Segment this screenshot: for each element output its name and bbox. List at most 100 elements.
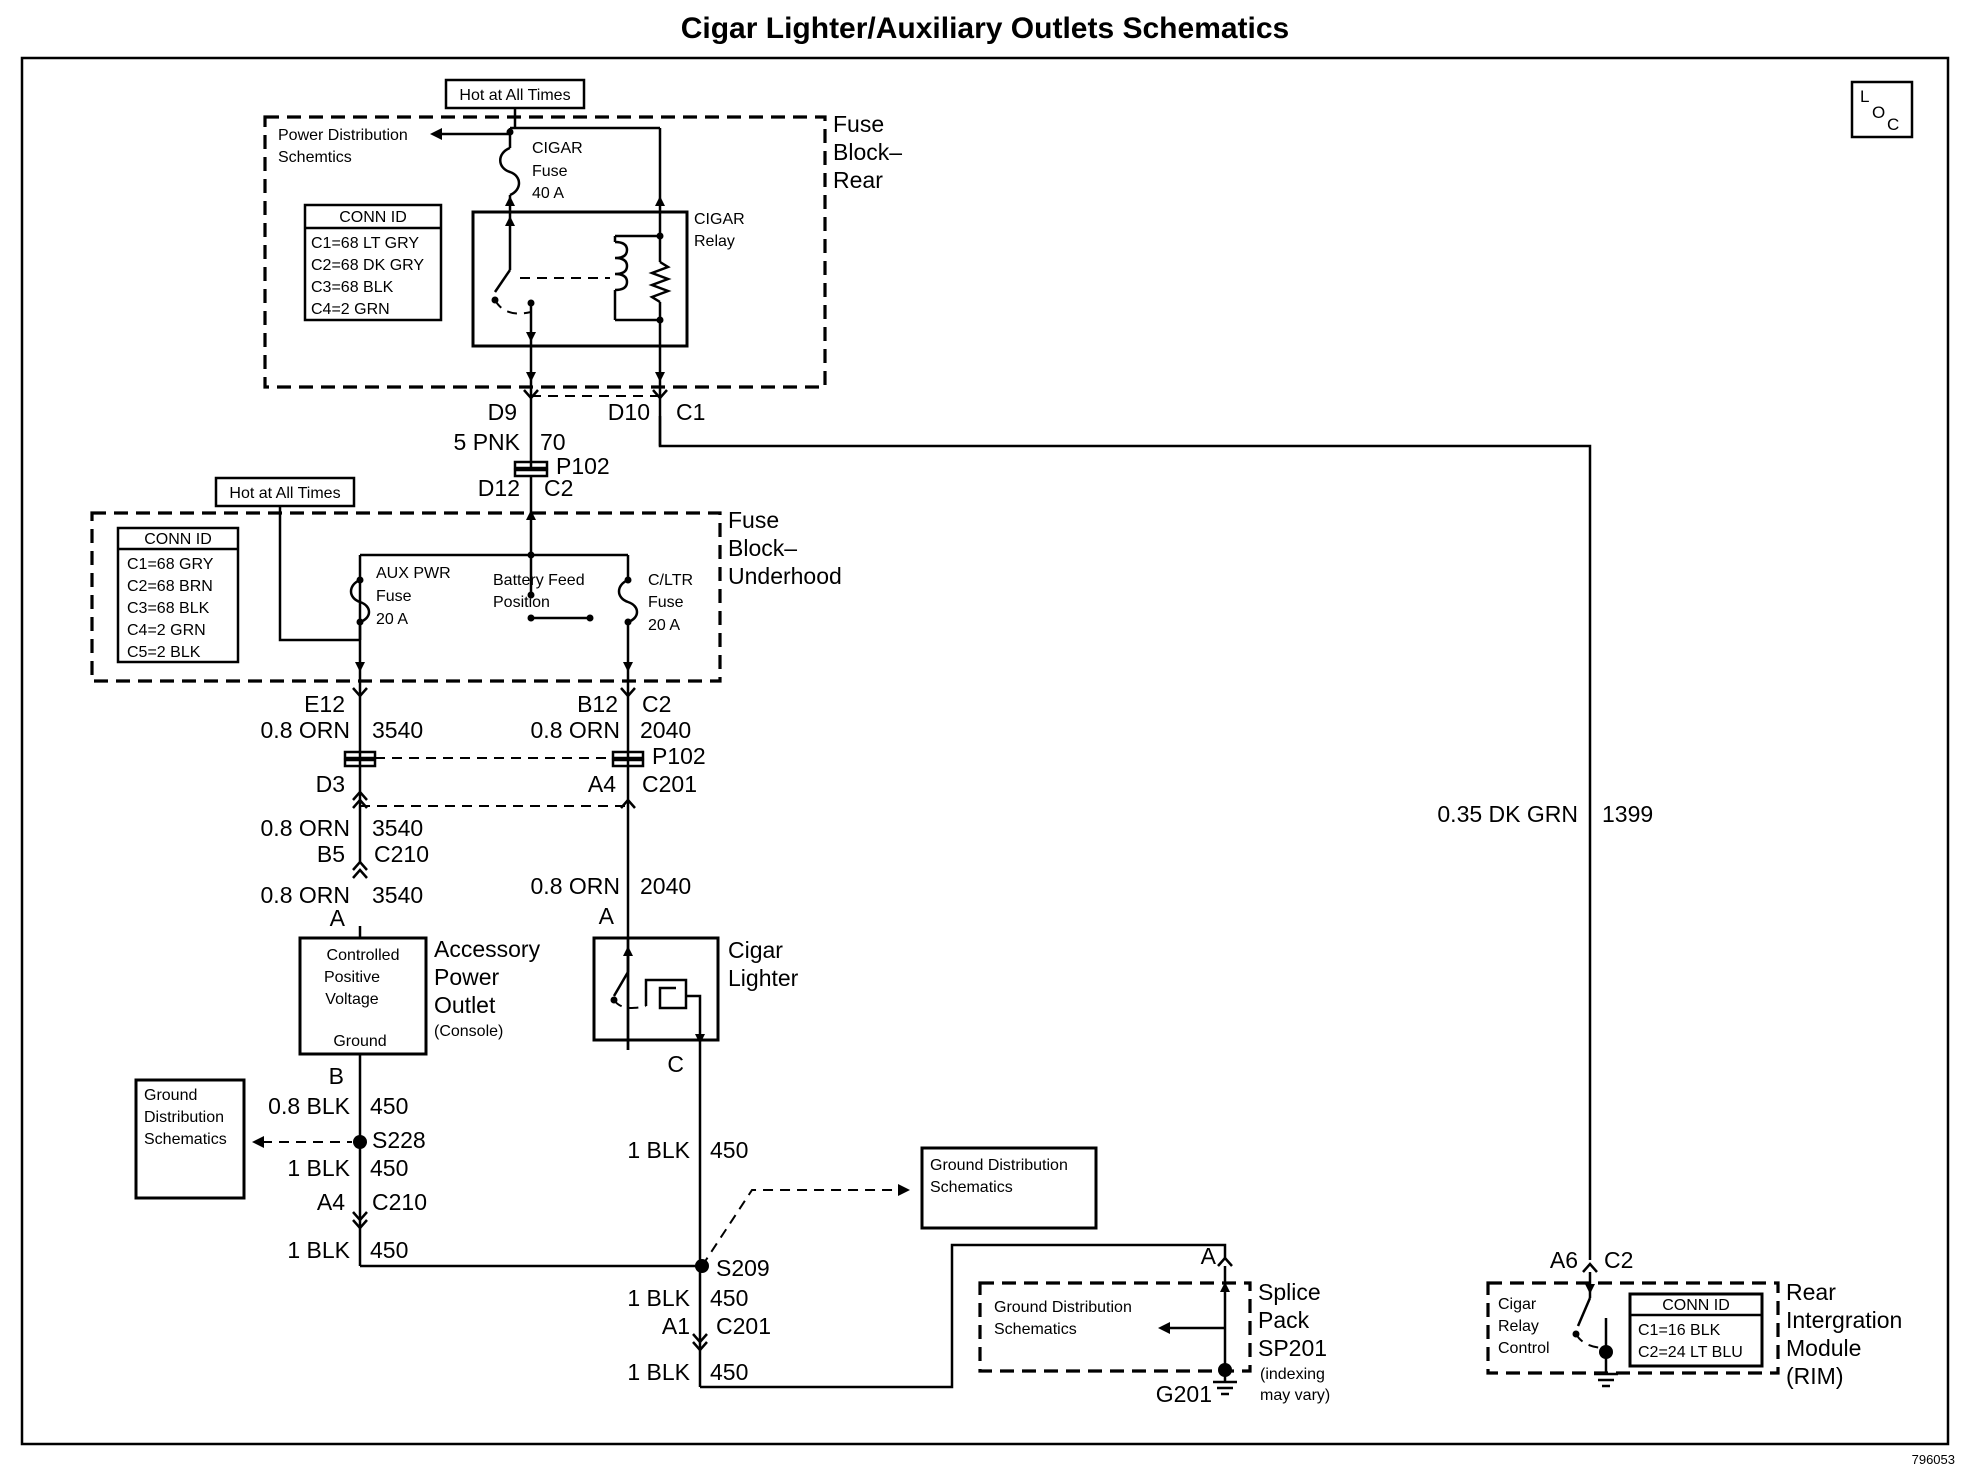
svg-text:20 A: 20 A: [376, 611, 408, 628]
svg-text:Hot at All Times: Hot at All Times: [459, 87, 570, 104]
svg-text:Power: Power: [434, 964, 500, 990]
svg-text:O: O: [1872, 103, 1885, 122]
svg-text:Schematics: Schematics: [994, 1321, 1077, 1338]
svg-text:0.8 ORN: 0.8 ORN: [261, 717, 350, 743]
svg-text:Relay: Relay: [694, 233, 735, 250]
svg-text:C1=68 GRY: C1=68 GRY: [127, 556, 214, 573]
svg-text:3540: 3540: [372, 882, 423, 908]
svg-text:1399: 1399: [1602, 801, 1653, 827]
left-ground-labels: B 0.8 BLK 450 S228 1 BLK 450 A4 C210 1 B…: [268, 1063, 427, 1263]
left-branch-labels: E12 0.8 ORN 3540 D3 0.8 ORN 3540 B5 C210…: [261, 691, 429, 931]
fuse-block-underhood-label: Fuse Block– Underhood: [728, 507, 842, 589]
svg-text:CONN ID: CONN ID: [144, 531, 212, 548]
svg-text:0.35 DK GRN: 0.35 DK GRN: [1437, 801, 1578, 827]
fuse-block-rear-label: Fuse Block– Rear: [833, 111, 902, 193]
svg-text:Relay: Relay: [1498, 1318, 1539, 1335]
svg-text:P102: P102: [556, 453, 610, 479]
svg-text:20 A: 20 A: [648, 617, 680, 634]
svg-text:AUX PWR: AUX PWR: [376, 565, 451, 582]
svg-text:1 BLK: 1 BLK: [627, 1285, 690, 1311]
cltr-fuse-20a: C/LTR Fuse 20 A: [617, 572, 693, 634]
svg-text:B12: B12: [577, 691, 618, 717]
svg-text:Fuse: Fuse: [833, 111, 884, 137]
diagram-frame: [20, 56, 1950, 1446]
svg-text:Cigar: Cigar: [728, 937, 783, 963]
fuse-block-underhood-outline: [90, 511, 722, 683]
svg-text:Ground Distribution: Ground Distribution: [994, 1299, 1132, 1316]
svg-text:Accessory: Accessory: [434, 936, 541, 962]
svg-text:C4=2 GRN: C4=2 GRN: [311, 301, 390, 318]
svg-text:Ground Distribution: Ground Distribution: [930, 1157, 1068, 1174]
svg-text:CONN ID: CONN ID: [339, 209, 407, 226]
svg-text:C1=16 BLK: C1=16 BLK: [1638, 1322, 1721, 1339]
svg-text:450: 450: [370, 1155, 408, 1181]
loc-icon: L O C: [1850, 80, 1914, 139]
rim-pins: A6 C2: [1550, 1247, 1634, 1273]
svg-text:Ground: Ground: [144, 1087, 197, 1104]
svg-text:C3=68 BLK: C3=68 BLK: [311, 279, 394, 296]
battery-feed-position-label: Battery Feed Position: [493, 572, 585, 611]
svg-text:Fuse: Fuse: [648, 594, 684, 611]
svg-text:(Console): (Console): [434, 1023, 503, 1040]
aux-pwr-fuse-20a: AUX PWR Fuse 20 A: [349, 565, 451, 628]
svg-text:A: A: [1201, 1243, 1217, 1269]
svg-text:(RIM): (RIM): [1786, 1363, 1843, 1389]
svg-text:Splice: Splice: [1258, 1279, 1321, 1305]
svg-text:Outlet: Outlet: [434, 992, 496, 1018]
svg-text:Block–: Block–: [728, 535, 797, 561]
svg-text:C/LTR: C/LTR: [648, 572, 693, 589]
svg-text:(indexing: (indexing: [1260, 1366, 1325, 1383]
splice-pack-sp201: A Ground Distribution Schematics G201 Sp…: [994, 1243, 1330, 1407]
svg-text:E12: E12: [304, 691, 345, 717]
dk-grn-wire-labels: 0.35 DK GRN 1399: [1437, 801, 1653, 827]
hot-at-all-times-label-rear: Hot at All Times: [444, 78, 586, 110]
svg-text:C2: C2: [1604, 1247, 1633, 1273]
svg-text:450: 450: [710, 1137, 748, 1163]
svg-text:D9: D9: [488, 399, 517, 425]
svg-text:C: C: [1887, 115, 1899, 134]
svg-text:B5: B5: [317, 841, 345, 867]
svg-text:CIGAR: CIGAR: [532, 140, 583, 157]
svg-text:1 BLK: 1 BLK: [627, 1359, 690, 1385]
svg-text:1 BLK: 1 BLK: [627, 1137, 690, 1163]
svg-text:D12: D12: [478, 475, 520, 501]
svg-text:0.8 ORN: 0.8 ORN: [261, 882, 350, 908]
svg-text:Fuse: Fuse: [532, 163, 568, 180]
svg-text:SP201: SP201: [1258, 1335, 1327, 1361]
svg-text:A: A: [599, 903, 615, 929]
splice-s228: [353, 1135, 367, 1149]
svg-text:Schemtics: Schemtics: [278, 149, 352, 166]
svg-text:0.8 ORN: 0.8 ORN: [261, 815, 350, 841]
svg-text:C2: C2: [642, 691, 671, 717]
svg-text:may vary): may vary): [1260, 1387, 1330, 1404]
svg-text:3540: 3540: [372, 717, 423, 743]
fuse-block-rear-outline: [263, 115, 827, 389]
svg-text:Fuse: Fuse: [376, 588, 412, 605]
cigar-relay: CIGAR Relay: [471, 196, 745, 348]
ground-distribution-box-left: Ground Distribution Schematics: [134, 1078, 246, 1200]
svg-text:450: 450: [370, 1237, 408, 1263]
svg-text:450: 450: [710, 1359, 748, 1385]
svg-text:A6: A6: [1550, 1247, 1578, 1273]
svg-text:Position: Position: [493, 594, 550, 611]
connector-p102-right: [611, 750, 645, 768]
svg-text:CONN ID: CONN ID: [1662, 1297, 1730, 1314]
svg-text:Ground: Ground: [333, 1033, 386, 1050]
svg-text:70: 70: [540, 429, 566, 455]
svg-text:3540: 3540: [372, 815, 423, 841]
svg-text:Rear: Rear: [833, 167, 883, 193]
svg-text:Intergration: Intergration: [1786, 1307, 1902, 1333]
svg-text:C2=24 LT BLU: C2=24 LT BLU: [1638, 1344, 1743, 1361]
svg-text:1 BLK: 1 BLK: [287, 1155, 350, 1181]
conn-id-table-rim: CONN ID C1=16 BLK C2=24 LT BLU: [1628, 1292, 1764, 1368]
svg-text:Block–: Block–: [833, 139, 902, 165]
svg-text:S209: S209: [716, 1255, 770, 1281]
svg-text:Schematics: Schematics: [930, 1179, 1013, 1196]
ground-distribution-box-upper: Ground Distribution Schematics: [920, 1146, 1098, 1230]
svg-text:D10: D10: [608, 399, 650, 425]
svg-text:Positive: Positive: [324, 969, 380, 986]
svg-text:C2=68 BRN: C2=68 BRN: [127, 578, 213, 595]
svg-text:L: L: [1860, 87, 1869, 106]
svg-text:Fuse: Fuse: [728, 507, 779, 533]
svg-text:D3: D3: [316, 771, 345, 797]
